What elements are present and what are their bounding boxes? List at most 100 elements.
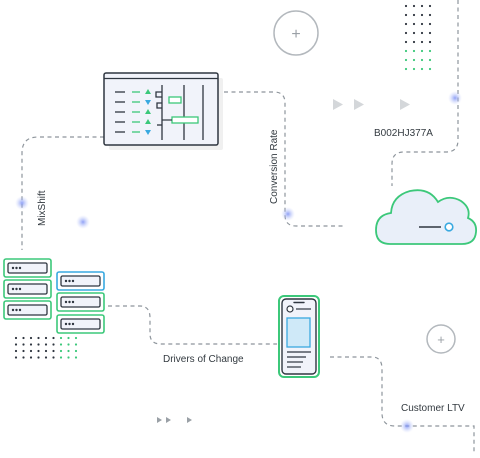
grid-dot <box>412 22 416 26</box>
dot-grid-top <box>404 4 432 71</box>
grid-dot <box>428 31 432 35</box>
server-unit <box>56 271 105 291</box>
server-unit <box>3 258 52 278</box>
grid-dot <box>52 343 55 346</box>
glow-dot-5 <box>400 419 414 433</box>
grid-dot <box>67 343 70 346</box>
grid-dot <box>428 49 432 53</box>
connector-phone-to-ltv <box>330 356 475 453</box>
grid-dot <box>420 40 424 44</box>
grid-dot <box>428 58 432 62</box>
grid-dot <box>412 67 416 71</box>
grid-dot <box>428 40 432 44</box>
grid-dot <box>67 349 70 353</box>
grid-dot <box>44 343 48 346</box>
grid-dot <box>428 22 432 26</box>
grid-dot <box>404 13 408 17</box>
plus-circle-large-icon[interactable]: + <box>273 10 319 56</box>
grid-dot <box>412 13 416 17</box>
grid-dot <box>59 336 63 340</box>
grid-dot <box>29 349 33 353</box>
dashboard-panel-icon <box>103 72 223 150</box>
plus-circle-small-icon[interactable]: + <box>426 324 456 354</box>
grid-dot <box>74 349 78 353</box>
grid-dot <box>74 343 78 346</box>
grid-dot <box>29 356 33 359</box>
grid-dot <box>404 58 408 62</box>
grid-dot <box>52 336 55 340</box>
grid-dot <box>29 343 33 346</box>
grid-dot <box>67 336 70 340</box>
grid-dot <box>412 40 416 44</box>
grid-dot <box>404 22 408 26</box>
server-unit <box>56 314 105 334</box>
grid-dot <box>412 31 416 35</box>
grid-dot <box>404 40 408 44</box>
grid-dot <box>44 349 48 353</box>
phone-icon <box>278 295 320 378</box>
grid-dot <box>22 349 25 353</box>
play-arrows-bottom <box>157 417 192 423</box>
grid-dot <box>22 343 25 346</box>
server-unit <box>3 279 52 299</box>
grid-dot <box>420 4 424 8</box>
grid-dot <box>22 336 25 340</box>
plus-symbol: + <box>291 26 300 43</box>
grid-dot <box>14 356 18 359</box>
server-unit <box>3 300 52 320</box>
connector-dashboard-to-servers <box>21 136 104 250</box>
grid-dot <box>404 4 408 8</box>
plus-symbol: + <box>437 332 445 347</box>
connector-top-right <box>391 0 459 186</box>
grid-dot <box>52 349 55 353</box>
grid-dot <box>22 356 25 359</box>
grid-dot <box>44 356 48 359</box>
grid-dot <box>420 31 424 35</box>
grid-dot <box>59 343 63 346</box>
label-conversion-rate: Conversion Rate <box>269 129 280 204</box>
grid-dot <box>420 22 424 26</box>
grid-dot <box>14 343 18 346</box>
grid-dot <box>428 4 432 8</box>
label-mixshift: MixShift <box>37 190 48 226</box>
glow-dot-3 <box>281 207 295 221</box>
glow-dot-1 <box>15 196 29 210</box>
server-unit <box>56 292 105 312</box>
grid-dot <box>74 336 78 340</box>
cloud-icon <box>375 189 477 245</box>
grid-dot <box>404 31 408 35</box>
connector-dashboard-to-cloud <box>224 91 345 227</box>
grid-dot <box>428 13 432 17</box>
grid-dot <box>37 343 40 346</box>
glow-dots <box>15 91 462 433</box>
grid-dot <box>420 67 424 71</box>
label-customer-ltv: Customer LTV <box>401 403 465 414</box>
play-arrows-top <box>333 99 410 110</box>
connector-servers-to-phone <box>108 305 277 345</box>
grid-dot <box>420 13 424 17</box>
grid-dot <box>59 356 63 359</box>
grid-dot <box>37 356 40 359</box>
label-product-code: B002HJ377A <box>374 128 433 139</box>
grid-dot <box>404 67 408 71</box>
grid-dot <box>420 58 424 62</box>
grid-dot <box>37 349 40 353</box>
grid-dot <box>14 336 18 340</box>
dot-grid-bottom <box>14 336 78 359</box>
grid-dot <box>29 336 33 340</box>
grid-dot <box>67 356 70 359</box>
grid-dot <box>74 356 78 359</box>
server-stack-icon <box>3 258 105 334</box>
grid-dot <box>37 336 40 340</box>
grid-dot <box>404 49 408 53</box>
label-drivers-of-change: Drivers of Change <box>163 354 244 365</box>
grid-dot <box>420 49 424 53</box>
grid-dot <box>44 336 48 340</box>
glow-dot-2 <box>76 215 90 229</box>
grid-dot <box>412 49 416 53</box>
grid-dot <box>59 349 63 353</box>
grid-dot <box>412 58 416 62</box>
grid-dot <box>14 349 18 353</box>
